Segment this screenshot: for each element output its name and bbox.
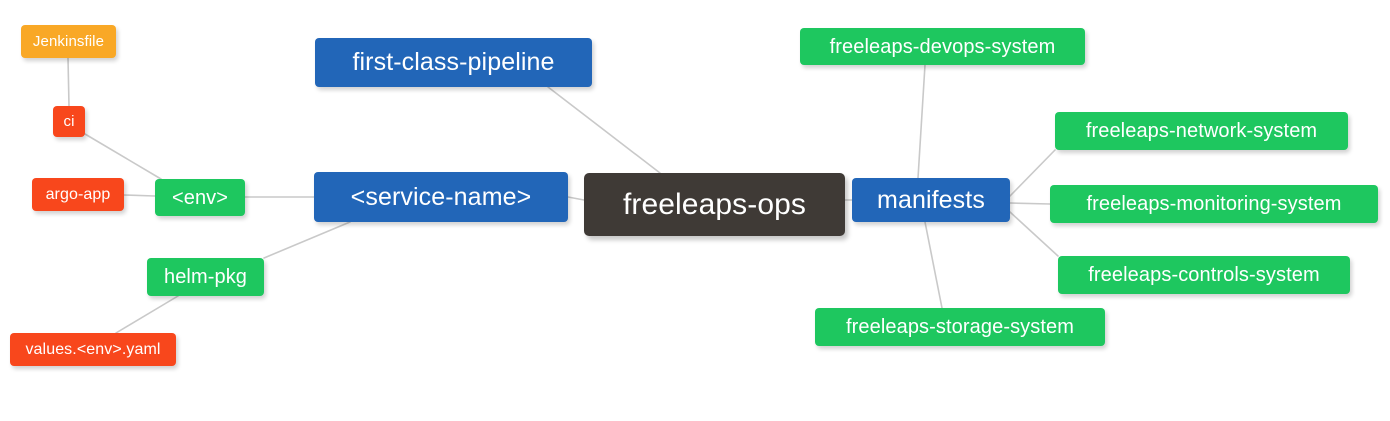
node-label-env: <env> <box>171 186 229 209</box>
edge-helm-pkg-to-service-name <box>263 221 351 259</box>
node-jenkinsfile[interactable]: Jenkinsfile <box>21 25 116 58</box>
node-label-argo-app: argo-app <box>45 185 111 203</box>
node-manifests[interactable]: manifests <box>852 178 1010 222</box>
node-label-freeleaps-network-system: freeleaps-network-system <box>1085 120 1318 142</box>
node-label-freeleaps-monitoring-system: freeleaps-monitoring-system <box>1086 193 1342 215</box>
edge-values-env-yaml-to-helm-pkg <box>115 295 179 334</box>
node-label-service-name: <service-name> <box>350 182 532 211</box>
node-label-ci: ci <box>63 113 75 130</box>
node-label-helm-pkg: helm-pkg <box>163 266 248 288</box>
node-label-freeleaps-devops-system: freeleaps-devops-system <box>829 35 1056 58</box>
edge-freeleaps-network-system-to-manifests <box>1009 149 1056 197</box>
edge-freeleaps-monitoring-system-to-manifests <box>1009 202 1051 205</box>
node-label-jenkinsfile: Jenkinsfile <box>32 33 105 50</box>
node-freeleaps-controls-system[interactable]: freeleaps-controls-system <box>1058 256 1350 294</box>
edge-jenkinsfile-to-ci <box>67 57 70 107</box>
node-ci[interactable]: ci <box>53 106 85 137</box>
node-label-manifests: manifests <box>877 185 985 214</box>
node-freeleaps-devops-system[interactable]: freeleaps-devops-system <box>800 28 1085 65</box>
node-argo-app[interactable]: argo-app <box>32 178 124 211</box>
node-label-freeleaps-controls-system: freeleaps-controls-system <box>1088 264 1320 286</box>
node-freeleaps-storage-system[interactable]: freeleaps-storage-system <box>815 308 1105 346</box>
node-env[interactable]: <env> <box>155 179 245 216</box>
node-freeleaps-ops[interactable]: freeleaps-ops <box>584 173 845 236</box>
edge-ci-to-env <box>84 133 162 180</box>
node-values-env-yaml[interactable]: values.<env>.yaml <box>10 333 176 366</box>
edge-freeleaps-devops-system-to-manifests <box>917 64 926 179</box>
node-first-class-pipeline[interactable]: first-class-pipeline <box>315 38 592 87</box>
node-service-name[interactable]: <service-name> <box>314 172 568 222</box>
node-label-freeleaps-ops: freeleaps-ops <box>622 187 807 221</box>
edge-freeleaps-storage-system-to-manifests <box>924 221 943 309</box>
node-helm-pkg[interactable]: helm-pkg <box>147 258 264 296</box>
node-label-values-env-yaml: values.<env>.yaml <box>25 340 161 358</box>
node-freeleaps-monitoring-system[interactable]: freeleaps-monitoring-system <box>1050 185 1378 223</box>
node-freeleaps-network-system[interactable]: freeleaps-network-system <box>1055 112 1348 150</box>
node-label-freeleaps-storage-system: freeleaps-storage-system <box>845 316 1075 338</box>
edge-service-name-to-freeleaps-ops <box>567 196 585 201</box>
edge-first-class-pipeline-to-freeleaps-ops <box>547 86 661 174</box>
edge-argo-app-to-env <box>123 194 156 197</box>
node-label-first-class-pipeline: first-class-pipeline <box>352 48 555 76</box>
